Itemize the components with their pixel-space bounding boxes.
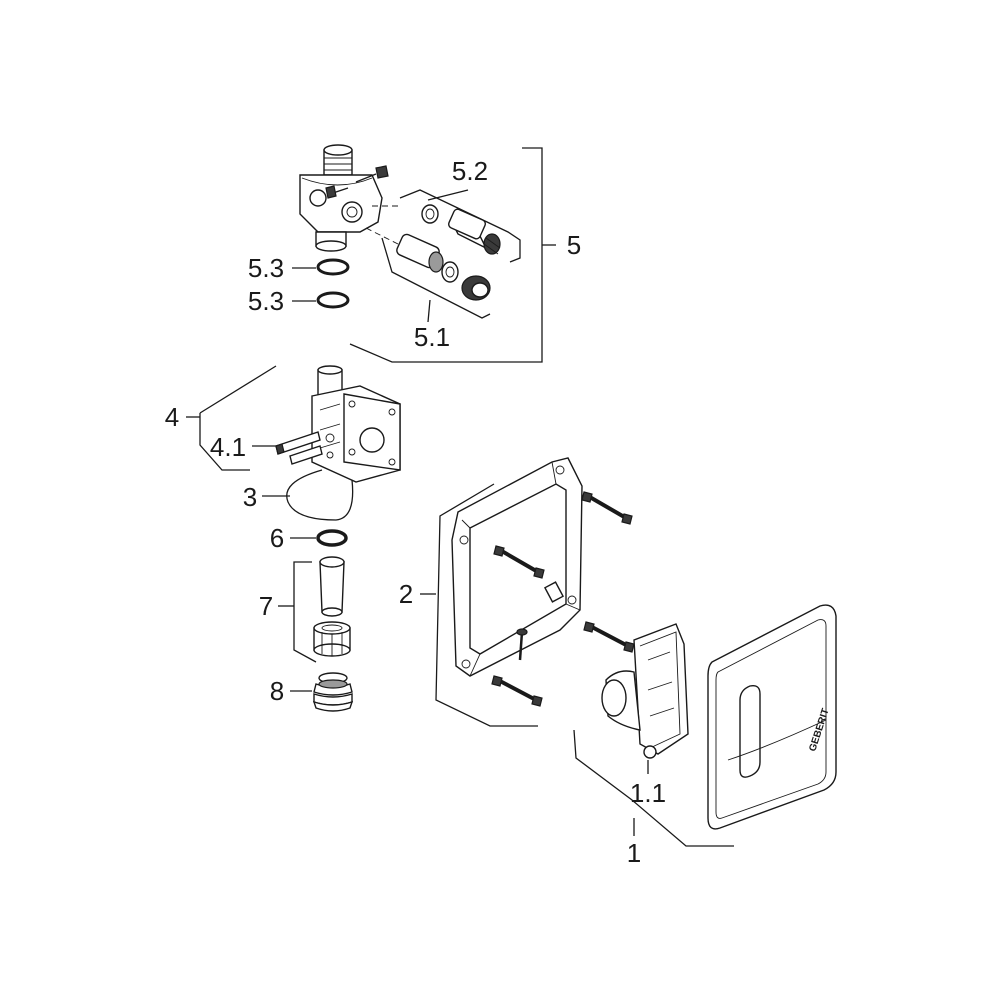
union-nut-7 [313, 621, 351, 657]
sleeve-7 [319, 556, 345, 617]
label-6: 6 [270, 523, 284, 553]
label-2: 2 [399, 579, 413, 609]
valve-screw-lower [325, 185, 349, 199]
cable-3 [286, 469, 354, 521]
label-1-1: 1.1 [630, 778, 666, 808]
label-5-3-upper: 5.3 [248, 253, 284, 283]
label-5-3-lower: 5.3 [248, 286, 284, 316]
cartridge-5-2 [399, 189, 521, 263]
screw-frame-upper [581, 491, 633, 525]
valve-screw-upper [355, 165, 389, 183]
screw-frame-lower-left [491, 675, 543, 707]
o-ring-5-3-upper [316, 258, 350, 276]
sensor-module-1-1 [601, 623, 689, 759]
solenoid-unit [311, 365, 401, 483]
label-1: 1 [627, 838, 641, 868]
mounting-frame-2 [451, 457, 583, 677]
valve-body [299, 144, 383, 252]
bracket-2 [435, 483, 538, 727]
label-5-1: 5.1 [414, 322, 450, 352]
leader-5-1 [427, 299, 431, 323]
label-5-2: 5.2 [452, 156, 488, 186]
bracket-1 [573, 729, 734, 847]
cartridge-5-1 [381, 233, 491, 319]
bracket-7 [293, 561, 317, 663]
cover-plate-1: GEBERIT [707, 604, 837, 830]
screw-frame-middle [493, 545, 545, 579]
label-3: 3 [243, 482, 257, 512]
label-4-1: 4.1 [210, 432, 246, 462]
seal-ring-6 [316, 529, 348, 547]
o-ring-5-3-lower [316, 291, 350, 309]
connector-pins-4-1 [275, 431, 323, 465]
adjusting-screw [516, 628, 528, 661]
label-5: 5 [567, 230, 581, 260]
label-4: 4 [165, 402, 179, 432]
bellows-seal-8 [312, 672, 354, 712]
label-8: 8 [270, 676, 284, 706]
axis-line-lower [365, 227, 399, 245]
bracket-4-top [199, 365, 277, 414]
bracket-5 [349, 147, 543, 363]
bracket-4-bottom [199, 413, 250, 471]
label-7: 7 [259, 591, 273, 621]
leader-5-2 [427, 189, 469, 201]
screw-frame-lower-right [583, 621, 635, 653]
